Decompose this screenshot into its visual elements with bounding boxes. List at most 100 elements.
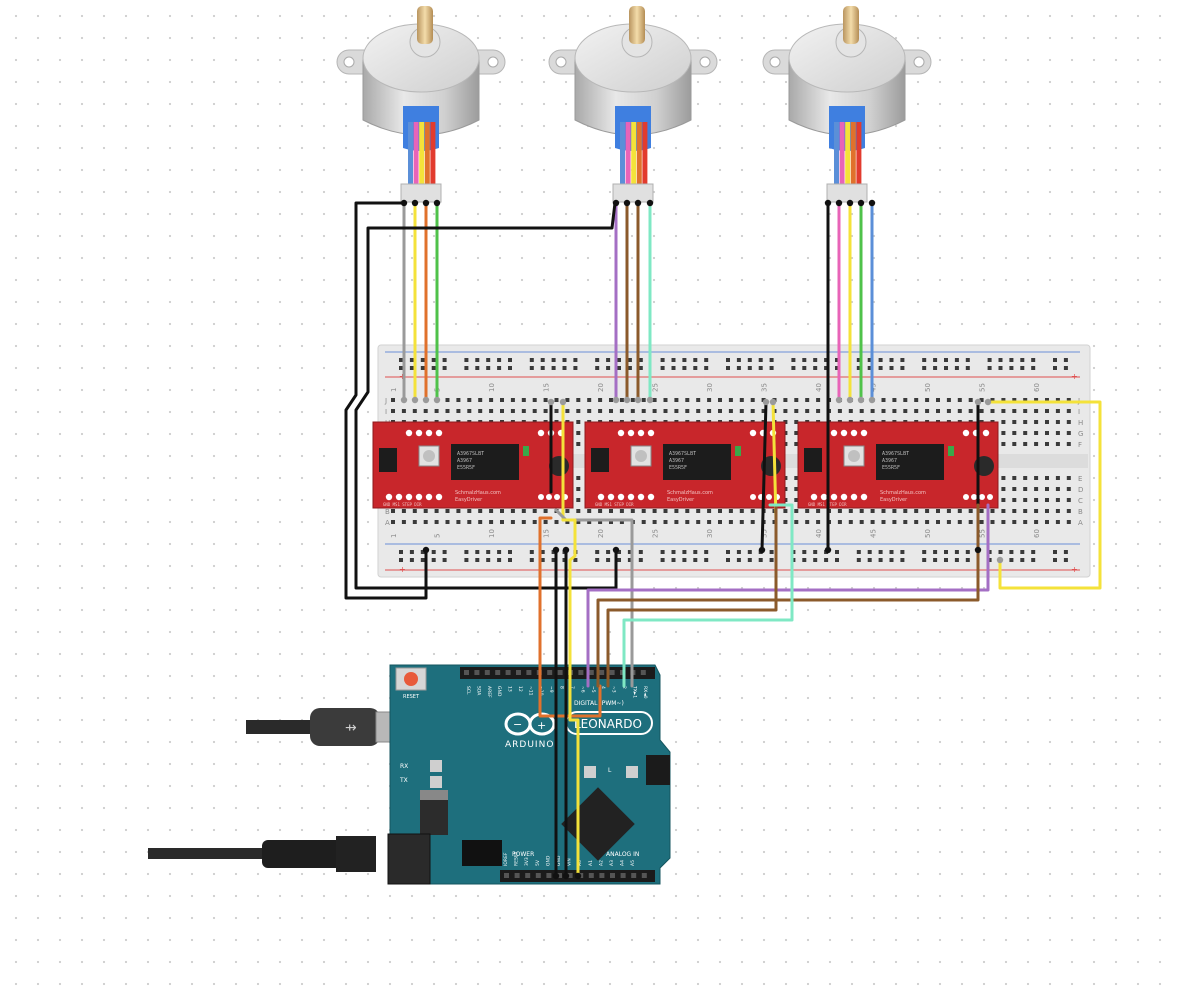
driver-pin — [860, 493, 868, 501]
breadboard-rail-hole — [889, 358, 894, 362]
breadboard-rail-hole — [824, 558, 829, 562]
motor-ribbon-wire — [636, 122, 642, 186]
breadboard-rail-hole — [497, 366, 502, 370]
header-hole — [516, 670, 521, 675]
rail-plus-sign: + — [399, 372, 406, 381]
breadboard-hole — [761, 409, 766, 413]
breadboard-rail-hole — [900, 550, 905, 554]
breadboard-hole — [543, 398, 548, 402]
power-pin-label: A0 — [577, 860, 583, 866]
breadboard-hole — [750, 509, 755, 513]
digital-pin-label: 8 — [559, 686, 565, 689]
breadboard-hole — [609, 509, 613, 513]
breadboard-hole — [1012, 498, 1017, 502]
breadboard-hole — [641, 398, 646, 402]
breadboard-hole — [1045, 520, 1049, 524]
breadboard-rail-hole — [431, 358, 436, 362]
breadboard-hole — [1045, 498, 1049, 502]
breadboard-hole — [467, 520, 472, 524]
breadboard-rail-hole — [736, 366, 741, 370]
row-letter: C — [1078, 497, 1083, 505]
driver-potentiometer-knob — [423, 450, 435, 462]
breadboard-rail-hole — [791, 358, 796, 362]
driver-chip-text: A3967 — [882, 458, 897, 464]
breadboard-rail-hole — [835, 558, 839, 562]
breadboard-hole — [1012, 398, 1017, 402]
breadboard-hole — [1034, 520, 1039, 524]
breadboard-rail-hole — [595, 550, 600, 554]
power-pin-label: A5 — [630, 860, 636, 866]
driver-led — [735, 446, 741, 456]
row-letter: B — [1078, 508, 1083, 516]
breadboard-hole — [1066, 431, 1071, 435]
breadboard-hole — [936, 409, 940, 413]
breadboard-hole — [707, 409, 712, 413]
wire-end — [433, 396, 441, 404]
breadboard-rail-hole — [802, 558, 807, 562]
driver-pin — [425, 493, 433, 501]
breadboard-hole — [990, 409, 995, 413]
breadboard-hole — [1012, 442, 1017, 446]
wire-end — [623, 199, 631, 207]
ground-loop-wire — [344, 201, 428, 600]
stepper-motor — [336, 6, 506, 203]
breadboard-hole — [423, 520, 428, 524]
breadboard-rail-hole — [954, 558, 959, 562]
breadboard-hole — [990, 398, 995, 402]
breadboard-rail-hole — [704, 558, 709, 562]
breadboard-rail-hole — [736, 550, 741, 554]
row-letter: E — [1078, 475, 1082, 483]
row-letter: I — [385, 408, 387, 416]
breadboard-hole — [1023, 520, 1028, 524]
breadboard-rail-hole — [1053, 366, 1057, 370]
breadboard-hole — [576, 409, 581, 413]
breadboard-rail-hole — [486, 550, 491, 554]
breadboard-hole — [979, 520, 984, 524]
column-number-top: 20 — [597, 383, 605, 392]
breadboard-hole — [500, 409, 504, 413]
breadboard-rail-hole — [813, 558, 818, 562]
wire-end — [547, 398, 555, 406]
motor-ribbon-wire — [419, 122, 425, 186]
breadboard-hole — [609, 398, 613, 402]
breadboard-rail-hole — [497, 358, 502, 362]
driver-brand-text: EasyDriver — [880, 497, 908, 503]
breadboard-hole — [1001, 498, 1006, 502]
breadboard-rail-hole — [802, 358, 807, 362]
breadboard-rail-hole — [551, 358, 556, 362]
breadboard-rail-hole — [965, 550, 970, 554]
breadboard-hole — [445, 520, 450, 524]
breadboard-hole — [892, 520, 897, 524]
header-hole — [640, 670, 646, 675]
digital-pin-label: RX◄0 — [642, 686, 648, 699]
breadboard-rail-hole — [442, 366, 447, 370]
breadboard-hole — [685, 509, 690, 513]
breadboard-hole — [391, 520, 395, 524]
breadboard-hole — [903, 398, 908, 402]
breadboard-hole — [1045, 442, 1049, 446]
power-jack-cap — [462, 840, 502, 866]
breadboard-rail-hole — [1031, 550, 1036, 554]
breadboard-rail-hole — [508, 558, 512, 562]
motor-ribbon-wire — [642, 122, 648, 186]
column-number-top: 55 — [979, 383, 987, 392]
breadboard-rail-hole — [497, 558, 502, 562]
breadboard-hole — [1066, 520, 1071, 524]
column-number-top: 60 — [1033, 383, 1041, 392]
breadboard-rail-hole — [747, 358, 752, 362]
driver-pin — [435, 429, 443, 437]
breadboard-hole — [925, 398, 930, 402]
breadboard-rail-hole — [889, 366, 894, 370]
wire-end — [422, 396, 430, 404]
breadboard-hole — [816, 398, 821, 402]
driver-pin — [982, 429, 990, 437]
breadboard-rail-hole — [540, 366, 545, 370]
breadboard-rail-hole — [464, 366, 469, 370]
header-hole — [599, 873, 605, 878]
breadboard-hole — [696, 409, 701, 413]
breadboard-rail-hole — [791, 366, 796, 370]
column-number-top: 50 — [924, 383, 932, 392]
reset-button-cap[interactable] — [404, 672, 418, 686]
column-number-top: 45 — [870, 383, 878, 392]
breadboard-rail-hole — [486, 366, 491, 370]
